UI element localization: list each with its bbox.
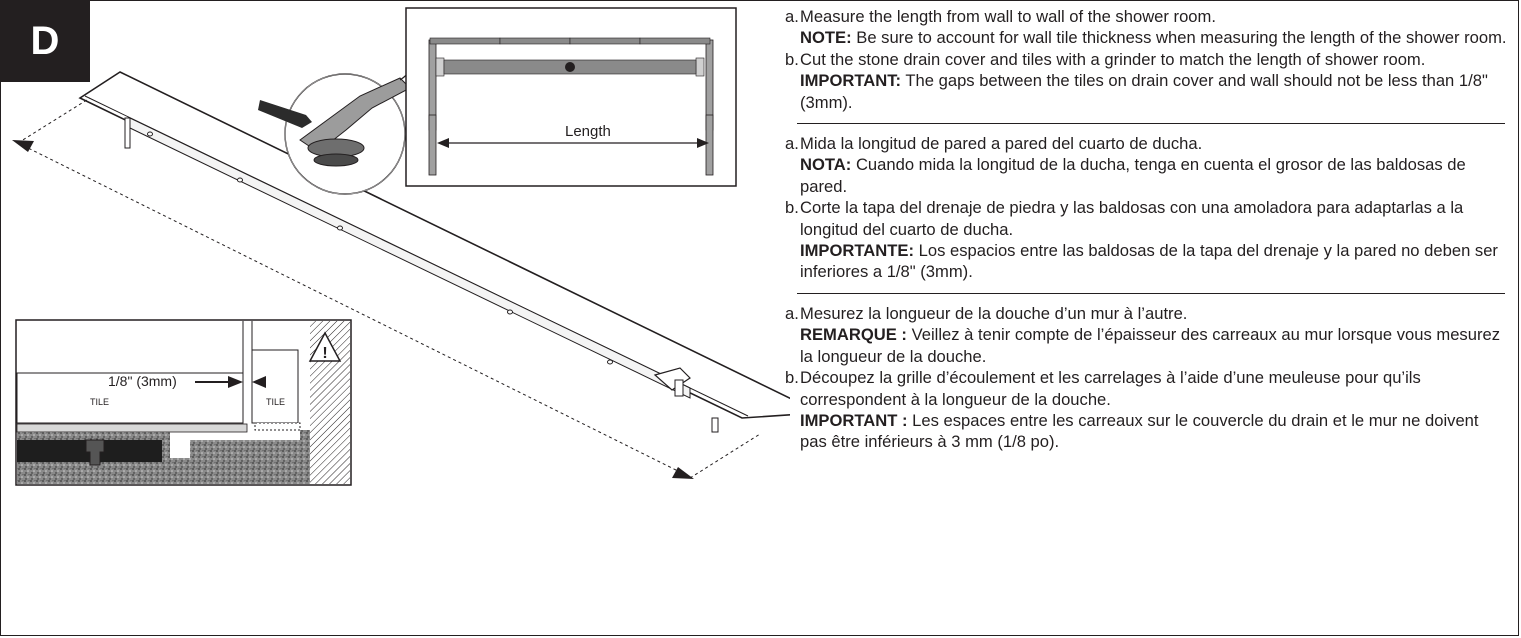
note-label: NOTE: <box>800 28 852 48</box>
step-b-text: Corte la tapa del drenaje de piedra y la… <box>800 198 1464 239</box>
installation-illustration: Length ! 1/8" (3mm) TILE TILE <box>12 7 790 486</box>
step-b-marker: b. <box>785 368 799 388</box>
step-a-text: Measure the length from wall to wall of … <box>800 7 1216 26</box>
grinder-illustration <box>258 59 414 195</box>
gap-label: 1/8" (3mm) <box>108 373 177 389</box>
step-b-text: Découpez la grille d’écoulement et les c… <box>800 368 1421 409</box>
warning-icon: ! <box>322 345 327 362</box>
divider <box>797 123 1505 125</box>
drain-cover <box>78 71 790 433</box>
cross-section-inset: ! 1/8" (3mm) TILE TILE <box>15 319 352 486</box>
length-label: Length <box>565 123 611 140</box>
note-text: Be sure to account for wall tile thickne… <box>856 28 1507 48</box>
step-b: b. Découpez la grille d’écoulement et le… <box>785 367 1507 453</box>
step-a-marker: a. <box>785 7 799 26</box>
step-a: a. Measure the length from wall to wall … <box>785 6 1507 49</box>
step-a: a. Mesurez la longueur de la douche d’un… <box>785 303 1507 367</box>
instructions-spanish: a. Mida la longitud de pared a pared del… <box>785 133 1507 283</box>
important-label: IMPORTANT: <box>800 71 902 91</box>
note-text: Cuando mida la longitud de la ducha, ten… <box>800 155 1466 196</box>
divider <box>797 292 1505 294</box>
important-label: IMPORTANTE: <box>800 241 914 261</box>
step-badge: D <box>0 0 90 82</box>
step-b: b. Corte la tapa del drenaje de piedra y… <box>785 197 1507 283</box>
instructions-english: a. Measure the length from wall to wall … <box>785 6 1507 113</box>
step-a: a. Mida la longitud de pared a pared del… <box>785 133 1507 197</box>
length-dimension-arrow <box>12 97 761 479</box>
step-b-marker: b. <box>785 198 799 218</box>
step-a-marker: a. <box>785 303 799 323</box>
measurement-inset: Length <box>405 7 737 187</box>
step-a-text: Mesurez la longueur de la douche d’un mu… <box>800 303 1188 323</box>
step-b-text: Cut the stone drain cover and tiles with… <box>800 49 1426 69</box>
step-a-text: Mida la longitud de pared a pared del cu… <box>800 134 1203 154</box>
note-text: Veillez à tenir compte de l’épaisseur de… <box>800 325 1501 366</box>
instructions-panel: a. Measure the length from wall to wall … <box>785 6 1507 453</box>
step-a-marker: a. <box>785 134 799 154</box>
important-text: The gaps between the tiles on drain cove… <box>800 71 1488 112</box>
tile-left-label: TILE <box>90 397 109 407</box>
instructions-french: a. Mesurez la longueur de la douche d’un… <box>785 303 1507 453</box>
step-b-marker: b. <box>785 49 799 69</box>
step-b: b. Cut the stone drain cover and tiles w… <box>785 49 1507 113</box>
note-label: REMARQUE : <box>800 325 907 345</box>
note-label: NOTA: <box>800 155 852 175</box>
important-text: Los espacios entre las baldosas de la ta… <box>800 241 1498 282</box>
tile-right-label: TILE <box>266 397 285 407</box>
important-label: IMPORTANT : <box>800 410 908 430</box>
important-text: Les espaces entre les carreaux sur le co… <box>800 410 1479 452</box>
